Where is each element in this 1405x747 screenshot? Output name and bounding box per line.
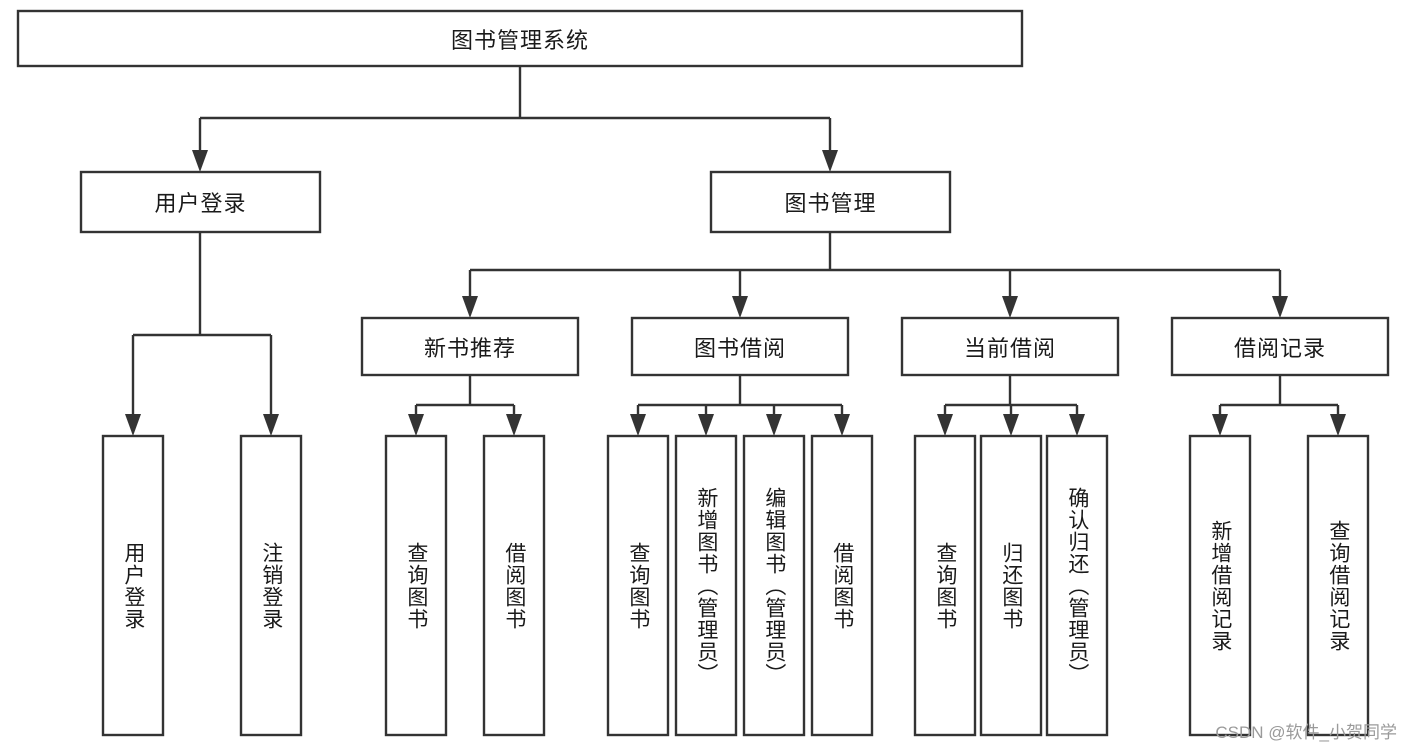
leaf-node-7-box[interactable]: [810, 434, 874, 737]
arrow-head-icon: [408, 414, 424, 436]
arrow-head-icon: [506, 414, 522, 436]
connectors-layer: [125, 66, 1346, 436]
leaf-node-9-box[interactable]: [979, 434, 1043, 737]
root-system-box[interactable]: [16, 9, 1024, 68]
leaf-node-5-box[interactable]: [674, 434, 738, 737]
level3-node-2-box[interactable]: [900, 316, 1120, 377]
arrow-head-icon: [1330, 414, 1346, 436]
leaf-node-10-box[interactable]: [1045, 434, 1109, 737]
arrow-head-icon: [698, 414, 714, 436]
leaf-node-3-box[interactable]: [482, 434, 546, 737]
arrow-head-icon: [1212, 414, 1228, 436]
arrow-head-icon: [125, 414, 141, 436]
boxes-layer: [16, 9, 1390, 737]
level3-node-3-box[interactable]: [1170, 316, 1390, 377]
leaf-node-1-box[interactable]: [239, 434, 303, 737]
leaf-node-11-box[interactable]: [1188, 434, 1252, 737]
leaf-node-6-box[interactable]: [742, 434, 806, 737]
leaf-node-0-box[interactable]: [101, 434, 165, 737]
arrow-head-icon: [766, 414, 782, 436]
arrow-head-icon: [263, 414, 279, 436]
leaf-node-4-box[interactable]: [606, 434, 670, 737]
leaf-node-2-box[interactable]: [384, 434, 448, 737]
level3-node-0-box[interactable]: [360, 316, 580, 377]
arrow-head-icon: [1003, 414, 1019, 436]
arrow-head-icon: [834, 414, 850, 436]
arrow-head-icon: [732, 296, 748, 318]
arrow-head-icon: [1272, 296, 1288, 318]
arrow-head-icon: [1069, 414, 1085, 436]
leaf-node-8-box[interactable]: [913, 434, 977, 737]
level3-node-1-box[interactable]: [630, 316, 850, 377]
arrow-head-icon: [1002, 296, 1018, 318]
leaf-node-12-box[interactable]: [1306, 434, 1370, 737]
level2-node-1-box[interactable]: [709, 170, 952, 234]
arrow-head-icon: [822, 150, 838, 172]
arrow-head-icon: [462, 296, 478, 318]
level2-node-0-box[interactable]: [79, 170, 322, 234]
arrow-head-icon: [630, 414, 646, 436]
arrow-head-icon: [192, 150, 208, 172]
arrow-head-icon: [937, 414, 953, 436]
